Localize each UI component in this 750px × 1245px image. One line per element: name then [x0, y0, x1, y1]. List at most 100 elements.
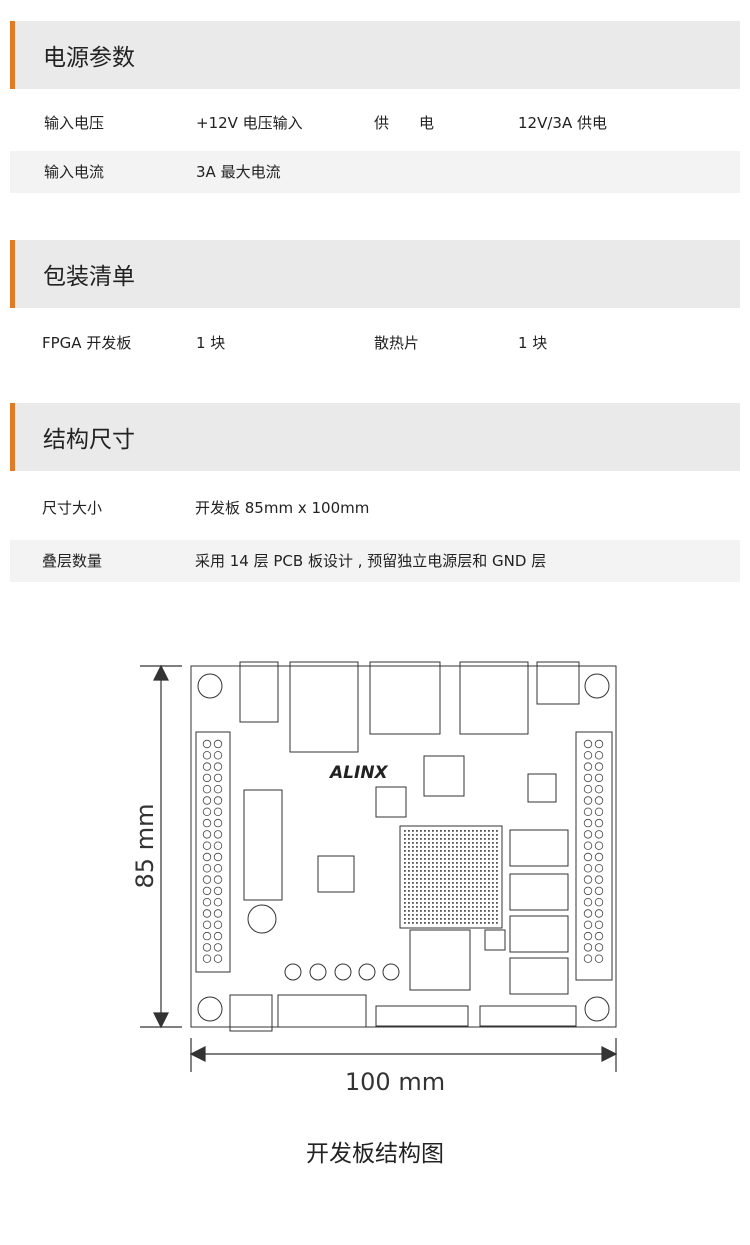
- header-pin: [583, 784, 593, 794]
- vga-port: [369, 661, 441, 735]
- header-pin: [202, 909, 212, 918]
- bga-ball: [420, 842, 422, 844]
- bga-ball: [440, 842, 442, 844]
- bga-ball: [416, 906, 418, 908]
- bga-ball: [488, 890, 490, 892]
- bga-ball: [492, 866, 494, 868]
- bga-ball: [448, 878, 450, 880]
- bga-ball: [480, 910, 482, 912]
- row-value: 1 块: [518, 334, 548, 352]
- bga-ball: [424, 898, 426, 900]
- bga-ball: [464, 890, 466, 892]
- bga-ball: [484, 894, 486, 896]
- bga-ball: [496, 922, 498, 924]
- header-pin: [583, 852, 593, 862]
- bga-ball: [484, 858, 486, 860]
- header-pin: [202, 830, 212, 839]
- bga-ball: [460, 890, 462, 892]
- bga-ball: [440, 902, 442, 904]
- bga-ball: [408, 906, 410, 908]
- section-header-structure: 结构尺寸: [10, 403, 740, 471]
- bga-ball: [404, 910, 406, 912]
- bga-ball: [452, 850, 454, 852]
- bga-ball: [464, 866, 466, 868]
- bga-ball: [464, 902, 466, 904]
- bga-ball: [488, 902, 490, 904]
- bga-ball: [496, 874, 498, 876]
- header-pin: [583, 807, 593, 816]
- bga-ball: [424, 894, 426, 896]
- bga-ball: [488, 910, 490, 912]
- bga-ball: [468, 834, 470, 836]
- header-pins: [202, 739, 223, 963]
- bga-ball: [404, 906, 406, 908]
- bga-ball: [468, 858, 470, 860]
- bga-ball: [472, 902, 474, 904]
- header-pin: [583, 773, 593, 783]
- bga-ball: [420, 846, 422, 848]
- bga-ball: [424, 878, 426, 880]
- table-row: 尺寸大小 开发板 85mm x 100mm: [10, 487, 740, 529]
- bga-ball: [416, 842, 418, 844]
- section-title-package: 包装清单: [43, 264, 135, 290]
- bga-ball: [480, 894, 482, 896]
- bga-ball: [472, 890, 474, 892]
- bga-ball: [480, 834, 482, 836]
- row-value: +12V 电压输入: [196, 114, 303, 132]
- bga-ball: [456, 862, 458, 864]
- bga-ball: [448, 862, 450, 864]
- bga-ball: [456, 914, 458, 916]
- bga-ball: [404, 918, 406, 920]
- bga-ball: [484, 922, 486, 924]
- bga-ball: [472, 874, 474, 876]
- bga-ball: [436, 858, 438, 860]
- bga-ball: [408, 862, 410, 864]
- bga-ball: [428, 890, 430, 892]
- usb-port: [229, 994, 273, 1032]
- bga-ball: [488, 898, 490, 900]
- header-pin: [594, 875, 604, 884]
- bga-ball: [440, 862, 442, 864]
- bga-ball: [404, 854, 406, 856]
- header-pin: [594, 784, 604, 794]
- bga-ball: [476, 830, 478, 832]
- bga-ball: [452, 918, 454, 920]
- table-row: FPGA 开发板 1 块 散热片 1 块: [10, 322, 740, 364]
- bga-ball: [424, 874, 426, 876]
- header-pin: [594, 920, 604, 929]
- bga-ball: [472, 830, 474, 832]
- bga-ball: [468, 850, 470, 852]
- bga-ball: [480, 846, 482, 848]
- bga-ball: [456, 874, 458, 876]
- bga-ball: [424, 922, 426, 924]
- bga-ball: [440, 882, 442, 884]
- bga-ball: [432, 890, 434, 892]
- bga-ball: [480, 874, 482, 876]
- bga-ball: [436, 850, 438, 852]
- header-pin: [213, 796, 223, 805]
- bga-ball: [468, 906, 470, 908]
- bga-ball: [448, 858, 450, 860]
- bga-ball: [436, 894, 438, 896]
- left-header: [195, 731, 231, 973]
- bga-ball: [444, 854, 446, 856]
- bga-ball: [460, 838, 462, 840]
- header-pin: [213, 830, 223, 839]
- bga-ball: [452, 894, 454, 896]
- bga-ball: [444, 882, 446, 884]
- bga-ball: [408, 914, 410, 916]
- bga-ball: [476, 894, 478, 896]
- mount-hole: [584, 996, 610, 1022]
- push-button: [382, 963, 400, 981]
- chip: [317, 855, 355, 893]
- bga-ball: [496, 870, 498, 872]
- bga-ball: [464, 850, 466, 852]
- bga-ball: [492, 890, 494, 892]
- bga-ball: [452, 874, 454, 876]
- buzzer: [247, 904, 277, 934]
- chip: [484, 929, 506, 951]
- bga-ball: [416, 834, 418, 836]
- bga-ball: [412, 862, 414, 864]
- bga-ball: [496, 902, 498, 904]
- mount-hole: [197, 673, 223, 699]
